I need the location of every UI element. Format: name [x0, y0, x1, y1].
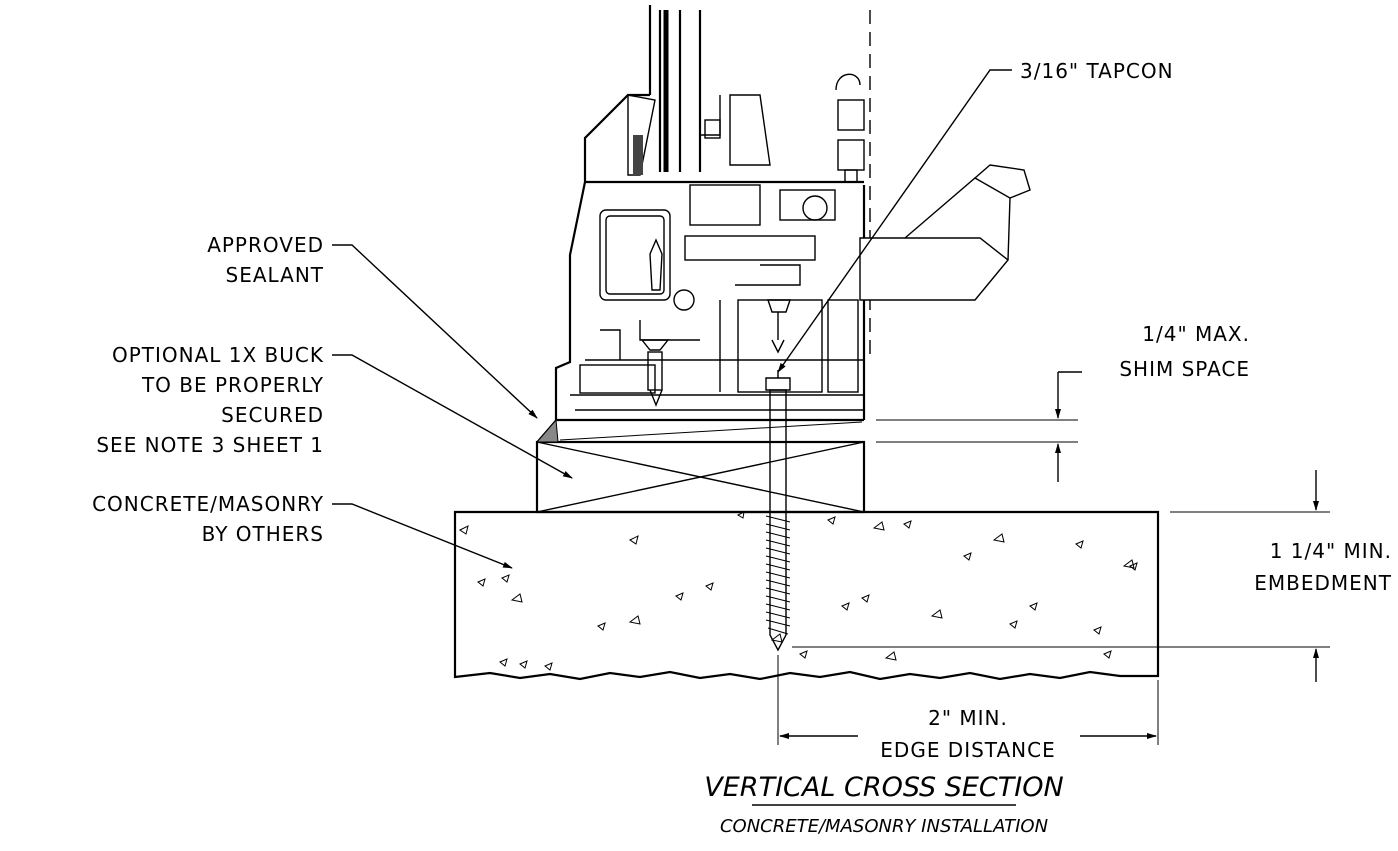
shim-dimension: [876, 371, 1082, 482]
screw-threads: [765, 515, 791, 635]
concrete-slab: [453, 510, 1160, 681]
shim-label-line2: SHIM SPACE: [1119, 357, 1250, 381]
buck-label-line4: SEE NOTE 3 SHEET 1: [96, 433, 324, 457]
sealant-label-line2: SEALANT: [226, 263, 324, 287]
drawing-subtitle: CONCRETE/MASONRY INSTALLATION: [720, 816, 1048, 837]
shim-label-line1: 1/4" MAX.: [1142, 322, 1250, 346]
buck-label-line2: TO BE PROPERLY: [141, 373, 324, 397]
exterior-clip: [835, 10, 871, 360]
sealant-leader: [332, 244, 538, 419]
embedment-label-line1: 1 1/4" MIN.: [1270, 539, 1392, 563]
shim-space: [535, 418, 864, 443]
concrete-label-line2: BY OTHERS: [202, 522, 324, 546]
window-frame-profile: [554, 5, 866, 422]
edge-label-line2: EDGE DISTANCE: [880, 738, 1055, 762]
sealant-label-line1: APPROVED: [207, 233, 324, 257]
edge-distance-dimension: [777, 655, 1159, 745]
leader-lines: [332, 69, 1012, 569]
sealant-bead: [535, 418, 559, 443]
tapcon-leader: [777, 69, 1012, 373]
aggregate-marks: [459, 511, 1138, 671]
frame-chambers: [579, 94, 859, 394]
drawing-title: VERTICAL CROSS SECTION: [704, 772, 1063, 803]
buck-label-line1: OPTIONAL 1X BUCK: [112, 343, 324, 367]
buck-leader: [332, 354, 573, 479]
wood-buck: [535, 440, 866, 514]
concrete-leader: [332, 503, 513, 569]
edge-label-line1: 2" MIN.: [928, 706, 1008, 730]
concrete-label-line1: CONCRETE/MASONRY: [92, 492, 324, 516]
buck-label-line3: SECURED: [221, 403, 324, 427]
tapcon-label: 3/16" TAPCON: [1020, 59, 1174, 83]
embedment-dimension: [792, 470, 1330, 682]
tapcon-anchor: [765, 299, 791, 652]
frame-screw: [640, 238, 670, 407]
drain-fitting: [859, 164, 1031, 301]
embedment-label-line2: EMBEDMENT: [1254, 571, 1392, 595]
